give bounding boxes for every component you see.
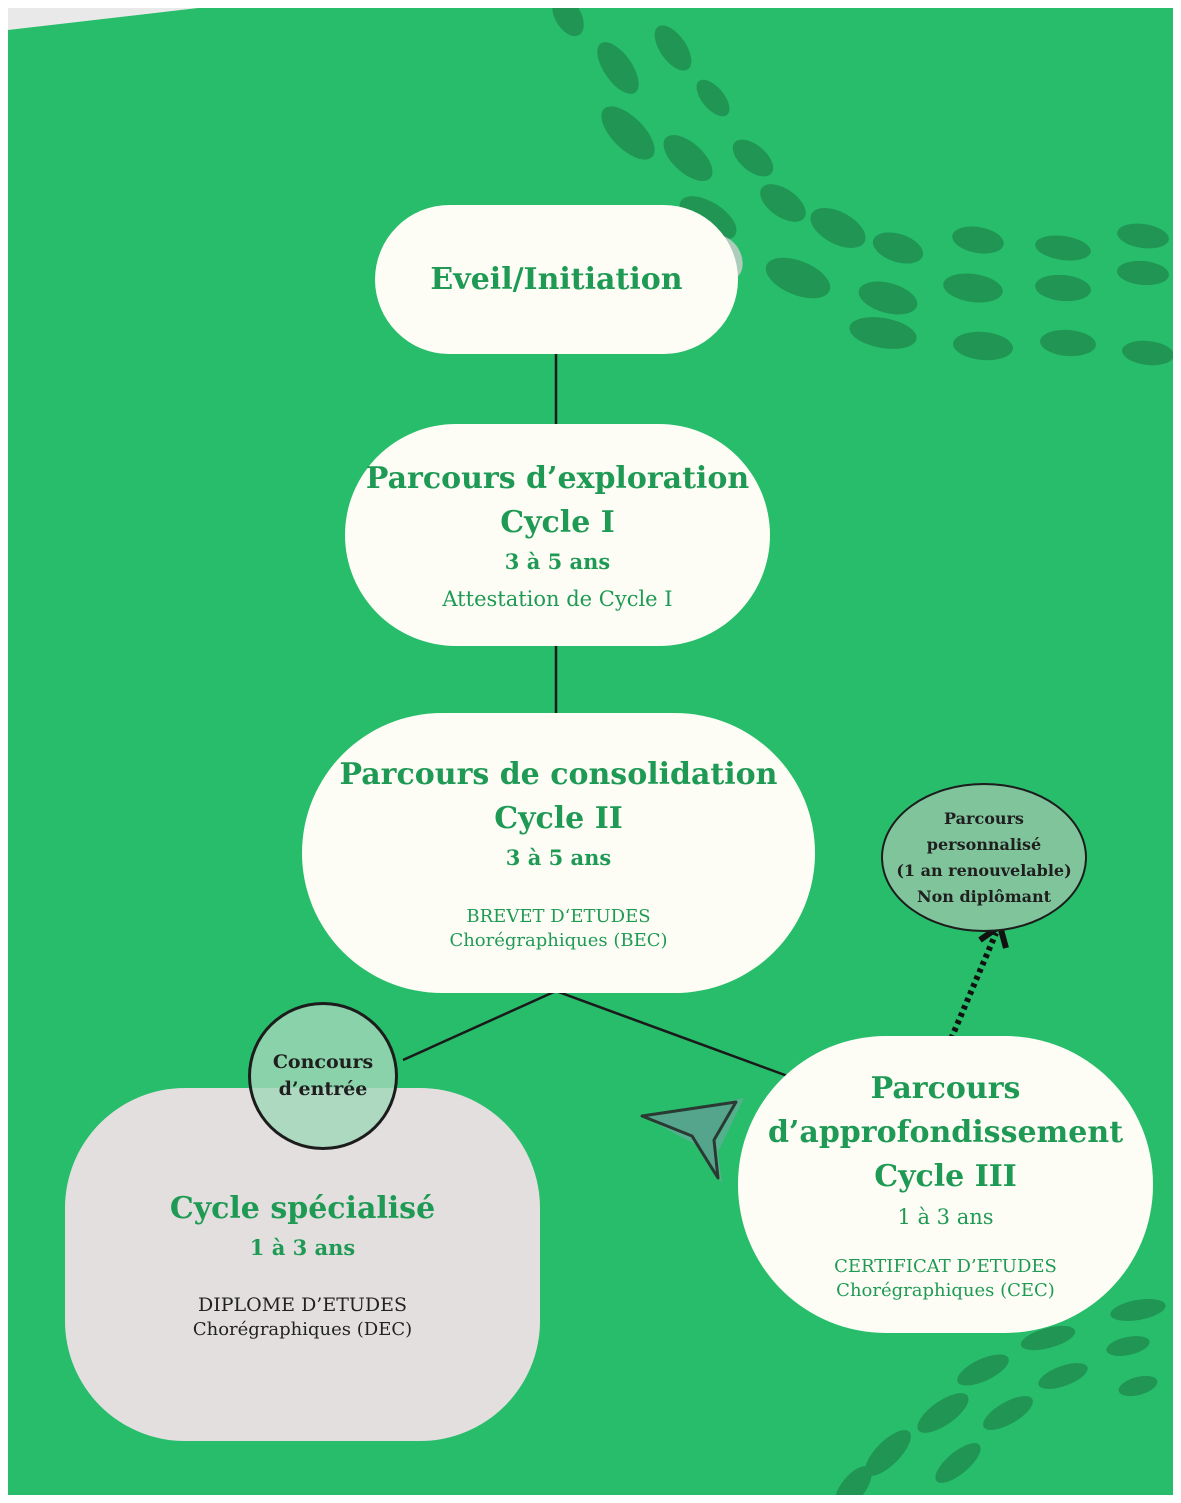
- bubble-line: Concours: [272, 1051, 374, 1073]
- node-cycle-label: Cycle II: [494, 801, 623, 836]
- decorative-dash: [663, 135, 713, 181]
- decorative-pattern: [402, 8, 1173, 1495]
- decorative-dash: [679, 196, 737, 240]
- node-duration: 1 à 3 ans: [249, 1235, 356, 1260]
- decorative-dash: [601, 106, 655, 160]
- bubble-line: personnalisé: [926, 834, 1042, 854]
- corner-wedge-decoration: [8, 8, 198, 30]
- bubble-line: Parcours: [944, 808, 1024, 828]
- decorative-dash: [865, 1430, 911, 1476]
- decorative-dash: [1040, 329, 1096, 357]
- node-duration: 1 à 3 ans: [897, 1204, 994, 1229]
- decorative-dash: [943, 273, 1003, 303]
- bubble-line: d’entrée: [278, 1078, 368, 1100]
- connector-cycle2-specialise: [402, 989, 557, 1062]
- decorative-dash: [696, 79, 730, 117]
- node-certificate-sub: Chorégraphiques (DEC): [192, 1319, 413, 1340]
- bubble-parcours-personnalise: Parcours personnalisé (1 an renouvelable…: [881, 783, 1087, 932]
- bubble-line: (1 an renouvelable): [896, 860, 1072, 880]
- decorative-dash: [849, 317, 917, 349]
- decorative-dash: [917, 1393, 969, 1433]
- decorative-dash: [765, 257, 831, 299]
- decorative-dash: [760, 184, 806, 222]
- decorative-dash: [732, 139, 774, 177]
- decorative-dash: [1110, 1299, 1166, 1321]
- pointer-arrow-icon: [640, 1098, 744, 1184]
- node-title: Parcours d’exploration: [365, 461, 750, 496]
- decorative-dash: [953, 331, 1013, 361]
- node-certificate: CERTIFICAT D’ETUDES: [834, 1255, 1057, 1277]
- node-duration: 3 à 5 ans: [504, 549, 611, 574]
- decorative-dash: [1035, 274, 1091, 302]
- node-cycle-label: Cycle I: [500, 505, 615, 540]
- decorative-dash: [834, 1466, 872, 1495]
- decorative-dash: [1118, 1375, 1158, 1397]
- decorative-dash: [597, 42, 639, 94]
- decorative-dash: [935, 1443, 981, 1483]
- decorative-dash: [858, 281, 918, 315]
- decorative-dash: [552, 8, 584, 37]
- node-cycle-2: Parcours de consolidation Cycle II 3 à 5…: [302, 713, 815, 993]
- bubble-concours-entree: Concours d’entrée: [248, 1002, 398, 1150]
- decorative-dash: [872, 232, 924, 264]
- node-cycle-label: Cycle III: [874, 1158, 1017, 1194]
- node-duration: 3 à 5 ans: [505, 845, 612, 870]
- decorative-dash: [952, 226, 1004, 254]
- connector-cycle2-cycle3: [555, 989, 794, 1080]
- node-title-line2: d’approfondissement: [767, 1114, 1124, 1150]
- diagram-canvas: Eveil/Initiation Parcours d’exploration …: [8, 8, 1173, 1495]
- node-certificate: BREVET D‘ETUDES: [466, 906, 651, 927]
- node-title: Parcours: [870, 1070, 1021, 1106]
- node-cycle-3: Parcours d’approfondissement Cycle III 1…: [738, 1036, 1153, 1333]
- node-title: Cycle spécialisé: [169, 1191, 436, 1226]
- decorative-dash: [1117, 223, 1169, 249]
- node-cycle-1: Parcours d’exploration Cycle I 3 à 5 ans…: [345, 424, 770, 646]
- decorative-dash: [1122, 340, 1173, 366]
- node-eveil-initiation: Eveil/Initiation: [375, 205, 738, 354]
- decorative-dash: [1106, 1336, 1150, 1356]
- node-certificate: Attestation de Cycle I: [442, 587, 673, 611]
- node-certificate: DIPLOME D’ETUDES: [197, 1294, 408, 1316]
- decorative-dash: [1038, 1363, 1088, 1389]
- node-certificate-sub: Chorégraphiques (BEC): [449, 930, 668, 951]
- decorative-dash: [957, 1354, 1009, 1386]
- bubble-line: Non diplômant: [916, 886, 1052, 906]
- decorative-dash: [1020, 1325, 1076, 1351]
- decorative-dash: [1035, 235, 1091, 261]
- node-title: Eveil/Initiation: [430, 261, 683, 297]
- decorative-dash: [1117, 260, 1169, 286]
- decorative-dash: [810, 208, 866, 248]
- decorative-dash: [654, 25, 692, 71]
- dotted-arrow-line: [945, 931, 999, 1048]
- node-title: Parcours de consolidation: [339, 757, 778, 792]
- node-certificate-sub: Chorégraphiques (CEC): [836, 1279, 1055, 1301]
- decorative-dash: [983, 1396, 1033, 1430]
